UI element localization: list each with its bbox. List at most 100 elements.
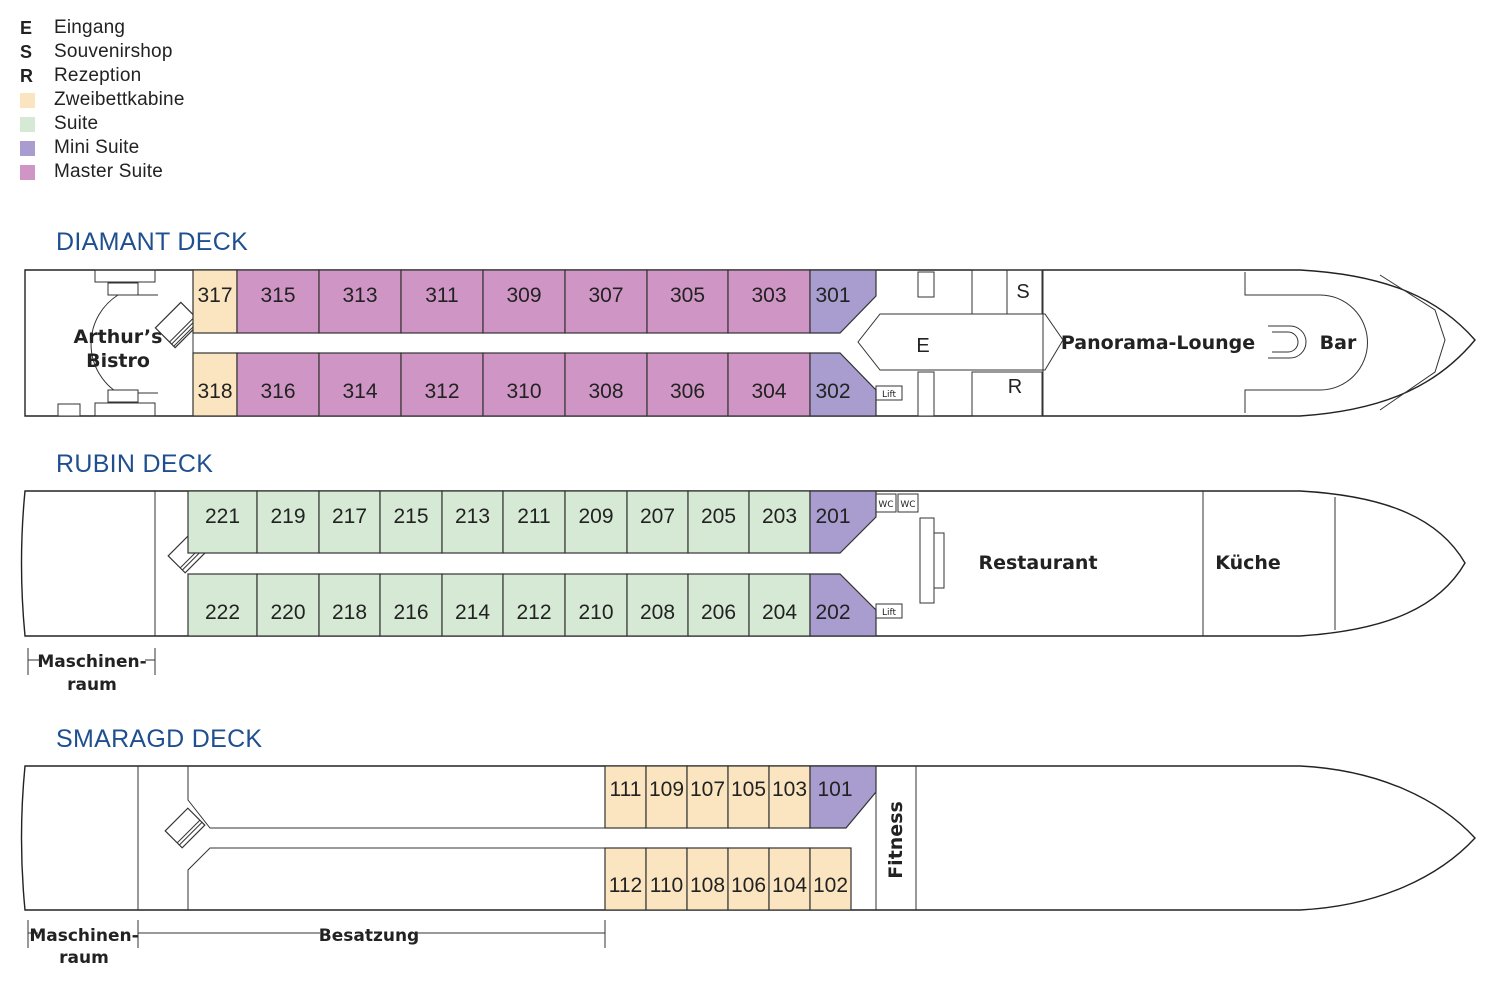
stairs-icon [917,271,935,298]
cabin-number: 213 [455,505,490,528]
cabin-number: 222 [205,601,240,624]
legend-item-master-suite: Master Suite [20,160,185,184]
legend-label: Master Suite [54,161,164,182]
cabin-208 [626,573,689,637]
cabin-206 [687,573,750,637]
crew-label: Besatzung [319,926,419,946]
cabin-number: 206 [701,601,736,624]
bistro-label-2: Bistro [86,350,150,372]
cabin-number: 316 [260,380,295,403]
legend-item-twin-cabin: Zweibettkabine [20,88,185,112]
shop-label: S [1016,281,1029,303]
cabin-number: 312 [424,380,459,403]
cabin-number: 207 [640,505,675,528]
cabin-number: 314 [342,380,377,403]
cabin-103 [768,765,811,829]
wc-box [875,493,897,513]
cabin-310 [482,352,566,417]
cabin-number: 201 [815,505,850,528]
staircase-icon [164,807,206,849]
cabin-number: 110 [650,874,683,897]
reception-label: R [1008,376,1022,398]
cabin-number: 211 [517,505,550,528]
cabin-number: 304 [751,380,786,403]
bar-counter [1244,272,1368,413]
cabin-number: 219 [270,505,305,528]
cabin-number: 109 [649,778,684,801]
cabin-number: 303 [751,284,786,307]
legend-item-suite: Suite [20,112,185,136]
cabin-112 [604,847,647,911]
legend-label: Rezeption [54,65,142,86]
wc-label: WC [878,500,893,510]
cabin-308 [564,352,648,417]
cabin-111 [604,765,647,829]
cabin-107 [686,765,729,829]
legend-swatch [20,140,35,156]
cabin-number: 216 [393,601,428,624]
wc-box [897,493,919,513]
bow-deck [1379,274,1446,411]
cabin-215 [379,490,443,554]
bistro-label-1: Arthur’s [74,326,163,348]
cabin-201 [809,490,877,554]
cabin-number: 310 [506,380,541,403]
cabin-303 [727,269,811,334]
cabin-number: 305 [670,284,705,307]
cabin-number: 214 [455,601,490,624]
cabin-304 [727,352,811,417]
cabin-number: 318 [197,380,232,403]
cabin-number: 301 [815,284,850,307]
lift-label: Lift [882,608,897,618]
cabin-101 [809,765,877,829]
legend-label: Souvenirshop [54,41,173,62]
cabin-number: 307 [588,284,623,307]
stairs-icon [57,403,81,417]
legend: E Eingang S Souvenirshop R Rezeption Zwe… [20,16,185,184]
cabin-203 [748,490,811,554]
cabin-number: 106 [731,874,766,897]
cabin-number: 317 [197,284,232,307]
cabin-314 [318,352,402,417]
cabin-309 [482,269,566,334]
cabin-104 [768,847,811,911]
diamant-deck-title: DIAMANT DECK [56,228,249,256]
cabin-number: 202 [815,601,850,624]
cabin-number: 203 [762,505,797,528]
lift-box [875,603,903,619]
cabin-213 [441,490,504,554]
legend-label: Suite [54,113,99,134]
cabin-205 [687,490,750,554]
cabin-number: 311 [425,284,458,307]
legend-swatch [20,92,35,108]
cabin-number: 104 [772,874,807,897]
legend-item-shop: S Souvenirshop [20,40,185,64]
smaragd-deck-title: SMARAGD DECK [56,725,263,753]
cabin-number: 212 [516,601,551,624]
cabin-305 [646,269,729,334]
cabin-222 [187,573,258,637]
cabin-number: 204 [762,601,797,624]
cabin-number: 308 [588,380,623,403]
bar-label: Bar [1320,332,1357,354]
cabin-318 [192,352,238,417]
cabin-number: 209 [578,505,613,528]
cabin-210 [564,573,628,637]
cabin-number: 103 [772,778,807,801]
cabin-number: 107 [690,778,725,801]
cabin-219 [256,490,320,554]
legend-item-mini-suite: Mini Suite [20,136,185,160]
cabin-number: 218 [332,601,367,624]
cabin-316 [236,352,320,417]
cabin-number: 108 [690,874,725,897]
bar-icon [1268,325,1307,359]
cabin-102 [809,847,852,911]
cabin-313 [318,269,402,334]
bistro-outline [90,294,158,394]
cabin-110 [645,847,688,911]
